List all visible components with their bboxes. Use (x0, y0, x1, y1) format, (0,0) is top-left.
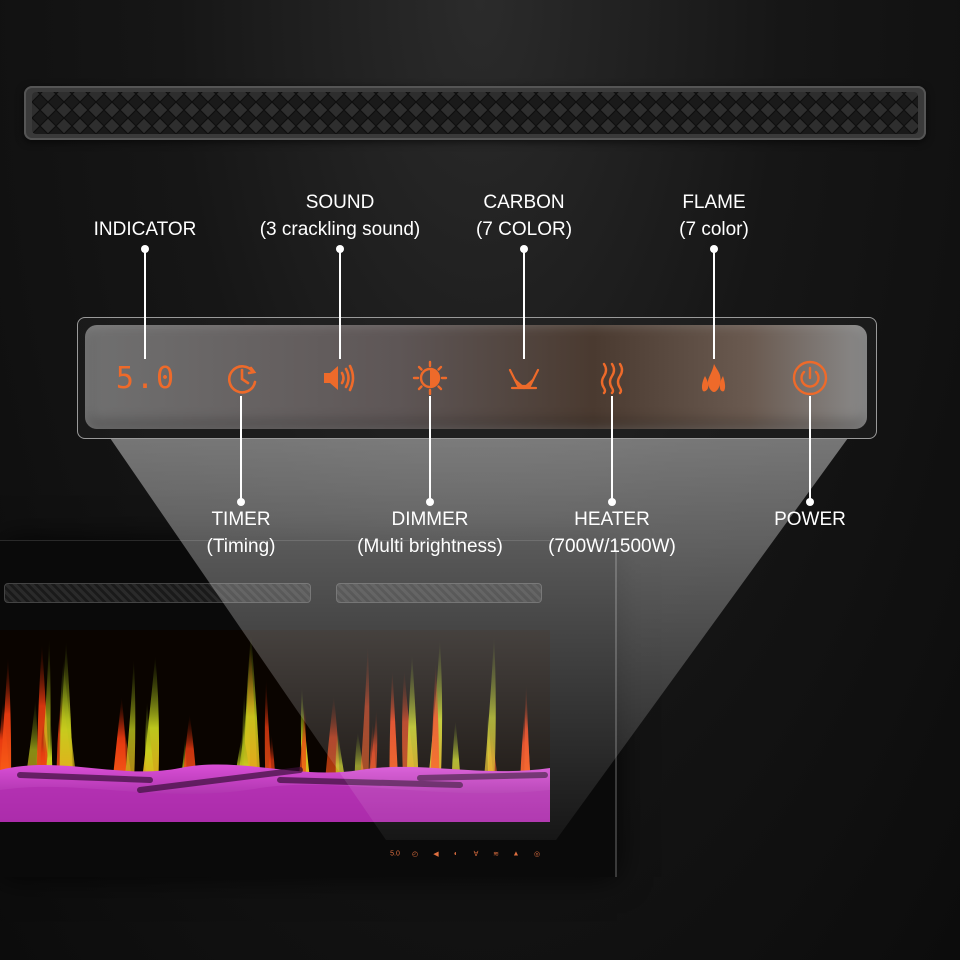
brightness-icon[interactable] (410, 358, 450, 398)
callout-carbon-title: CARBON (483, 192, 565, 213)
flame-tongue (0, 656, 12, 800)
mini-power-icon: ◎ (533, 851, 541, 858)
callout-dimmer: DIMMER (Multi brightness) (357, 506, 503, 560)
callout-dimmer-title: DIMMER (391, 509, 469, 530)
callout-heater: HEATER (700W/1500W) (548, 506, 676, 560)
leader-line-carbon (523, 249, 525, 359)
power-icon[interactable] (790, 358, 830, 398)
callout-sound-title: SOUND (305, 192, 375, 213)
callout-carbon: CARBON (7 COLOR) (476, 189, 572, 243)
callout-indicator: INDICATOR (94, 216, 197, 243)
mini-heat-waves-icon: ≋ (493, 851, 499, 858)
indicator-value: 5.0 (115, 360, 177, 396)
leader-dot-heater (608, 498, 616, 506)
leader-line-dimmer (429, 396, 431, 502)
callout-flame-title: FLAME (682, 192, 746, 213)
leader-line-power (809, 396, 811, 502)
leader-line-timer (240, 396, 242, 502)
callout-flame-subtitle: (7 color) (679, 219, 749, 240)
callout-heater-subtitle: (700W/1500W) (548, 536, 676, 557)
indicator-display: 5.0 (116, 358, 176, 398)
callout-timer: TIMER (Timing) (207, 506, 276, 560)
clock-icon[interactable] (222, 358, 262, 398)
mini-control-strip: 5.0 ◴ ◀ ◐ ∀ ≋ ▲ ◎ (385, 846, 550, 862)
callout-sound: SOUND (3 crackling sound) (260, 189, 421, 243)
leader-line-heater (611, 396, 613, 502)
callout-sound-subtitle: (3 crackling sound) (259, 219, 421, 240)
leader-line-indicator (144, 249, 146, 359)
flame-tongue (122, 658, 136, 800)
callout-flame: FLAME (7 color) (679, 189, 749, 243)
leader-line-sound (339, 249, 341, 359)
mini-brightness-icon: ◐ (453, 850, 459, 858)
callout-heater-title: HEATER (574, 509, 650, 530)
callout-power-title: POWER (774, 509, 846, 530)
leader-dot-timer (237, 498, 245, 506)
mini-carbon-icon: ∀ (473, 851, 479, 858)
control-panel (85, 325, 867, 429)
callout-power: POWER (774, 506, 846, 533)
mini-flame-icon: ▲ (512, 850, 520, 858)
mini-clock-icon: ◴ (411, 851, 419, 858)
callout-dimmer-subtitle: (Multi brightness) (357, 536, 503, 557)
mini-speaker-icon: ◀ (433, 851, 439, 858)
carbon-icon[interactable] (504, 358, 544, 398)
leader-line-flame (713, 249, 715, 359)
flame-tongue (59, 659, 79, 800)
leader-dot-dimmer (426, 498, 434, 506)
heat-waves-icon[interactable] (592, 358, 632, 398)
leader-dot-power (806, 498, 814, 506)
callout-timer-title: TIMER (211, 509, 271, 530)
callout-indicator-title: INDICATOR (93, 219, 197, 240)
callout-carbon-subtitle: (7 COLOR) (475, 219, 573, 240)
callout-timer-subtitle: (Timing) (206, 536, 276, 557)
flame-icon[interactable] (694, 358, 734, 398)
mini-indicator-display: 5.0 (390, 850, 400, 858)
speaker-icon[interactable] (318, 358, 358, 398)
vent-grille (24, 86, 926, 140)
